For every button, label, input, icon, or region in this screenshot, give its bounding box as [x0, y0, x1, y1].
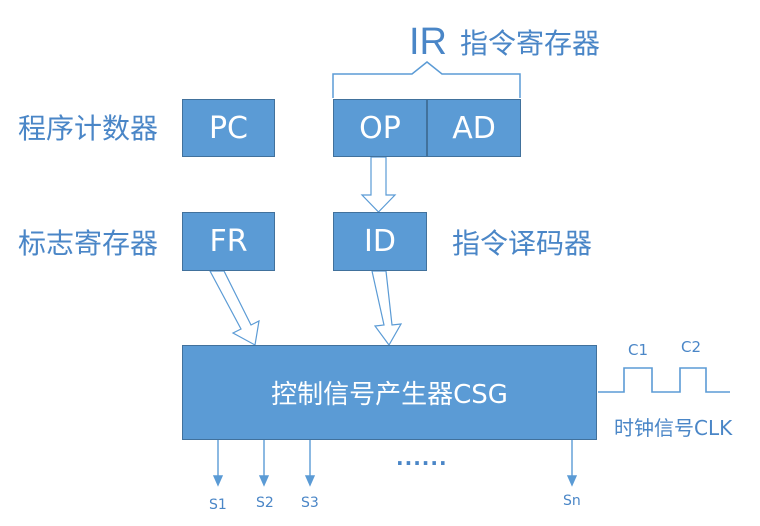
more-signals-ellipsis: ...... — [396, 446, 448, 470]
clock-waveform — [598, 367, 730, 393]
s2-label: S2 — [256, 495, 274, 511]
fr-register-text: FR — [209, 224, 248, 259]
s1-label: S1 — [209, 497, 227, 513]
id-decoder-text: ID — [364, 224, 396, 259]
sn-arrow-head — [566, 475, 578, 487]
sn-label: Sn — [563, 493, 581, 509]
s3-arrow-head — [304, 475, 316, 487]
pc-register-text: PC — [208, 110, 249, 146]
clock-c2-label: C2 — [681, 338, 702, 356]
control-signal-generator: 控制信号产生器CSG — [182, 345, 597, 440]
flag-register-label: 标志寄存器 — [18, 227, 159, 260]
fr-register: FR — [182, 212, 275, 271]
clock-c1-label: C1 — [628, 341, 649, 359]
op-field-text: OP — [359, 110, 401, 146]
s1-arrow-head — [212, 475, 224, 487]
s2-arrow-head — [258, 475, 270, 487]
csg-label: 控制信号产生器CSG — [271, 380, 508, 410]
instruction-decoder-label: 指令译码器 — [452, 227, 593, 260]
s3-label: S3 — [301, 495, 319, 511]
ad-field-text: AD — [452, 110, 496, 146]
ir-abbreviation: IR — [409, 21, 447, 63]
op-field: OP — [333, 99, 427, 157]
op-to-id-arrow — [360, 156, 397, 213]
ir-bracket — [332, 61, 521, 98]
program-counter-label: 程序计数器 — [18, 112, 159, 145]
clock-signal-label: 时钟信号CLK — [614, 416, 733, 440]
id-to-csg-arrow — [371, 270, 403, 347]
fr-to-csg-arrow — [208, 270, 260, 346]
ad-field: AD — [427, 99, 521, 157]
ir-title: 指令寄存器 — [460, 27, 601, 60]
pc-register: PC — [182, 99, 275, 157]
id-decoder: ID — [333, 212, 427, 271]
